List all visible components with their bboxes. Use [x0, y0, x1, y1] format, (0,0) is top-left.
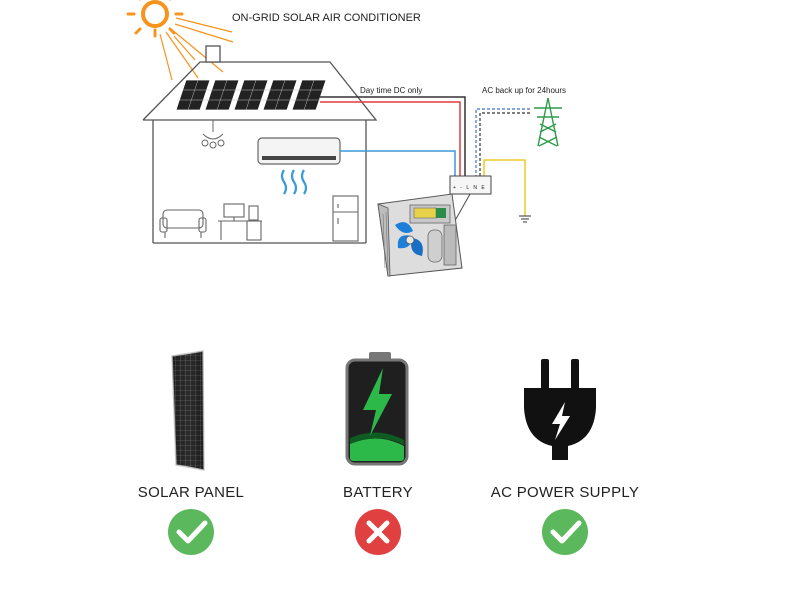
terminal-block	[449, 175, 492, 195]
roof-solar-panels	[175, 79, 327, 111]
ac-power-supply-label: AC POWER SUPPLY	[490, 484, 640, 501]
transmission-tower-icon	[534, 97, 562, 147]
house-outline	[142, 45, 378, 244]
desk-computer-icon	[218, 203, 262, 241]
outdoor-ac-unit-icon	[377, 193, 463, 277]
solar-panel-icon	[171, 350, 205, 471]
indoor-unit-pipe	[340, 150, 456, 176]
diagram-title: ON-GRID SOLAR AIR CONDITIONER	[232, 12, 421, 24]
earth-wire	[483, 159, 526, 216]
check-circle-icon	[168, 509, 214, 555]
battery-icon	[345, 352, 409, 466]
terminal-label: + - L N E	[453, 185, 487, 191]
chandelier-icon	[201, 120, 225, 149]
power-plug-icon	[524, 359, 596, 460]
solar-panel-label: SOLAR PANEL	[137, 484, 245, 501]
check-circle-icon	[542, 509, 588, 555]
fridge-icon	[332, 195, 359, 242]
indoor-ac-unit-icon	[257, 137, 341, 195]
sofa-icon	[159, 209, 207, 238]
x-circle-icon	[355, 509, 401, 555]
ac-wiring	[475, 108, 530, 176]
battery-label: BATTERY	[343, 484, 413, 501]
ac-line-label: AC back up for 24hours	[482, 86, 567, 95]
sun-icon	[126, 0, 234, 81]
dc-line-label: Day time DC only	[360, 86, 423, 95]
ground-icon	[519, 215, 531, 223]
dc-wiring	[320, 96, 466, 176]
